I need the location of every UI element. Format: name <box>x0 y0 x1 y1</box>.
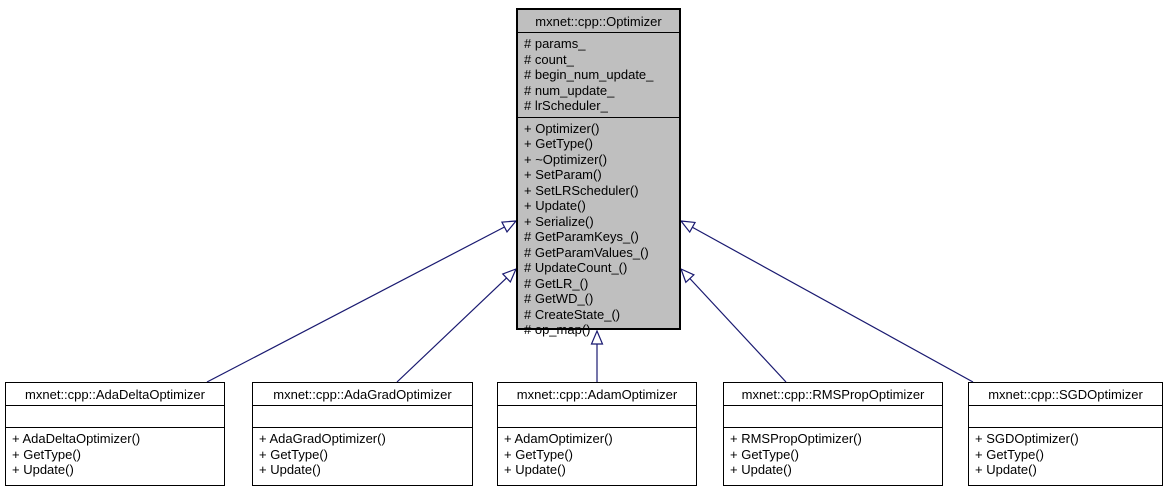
field-row: # count_ <box>524 51 574 67</box>
class-title: mxnet::cpp::Optimizer <box>518 10 679 33</box>
class-title: mxnet::cpp::AdaGradOptimizer <box>253 383 472 406</box>
method-row: # UpdateCount_() <box>524 260 628 275</box>
field-row: # begin_num_update_ <box>524 67 654 82</box>
method-row: + Update() <box>504 462 566 477</box>
class-node-adagradoptimizer[interactable]: mxnet::cpp::AdaGradOptimizer+ AdaGradOpt… <box>252 382 473 486</box>
fields-compartment <box>253 406 472 428</box>
inheritance-edge-adadeltaoptimizer <box>206 220 518 383</box>
method-row: + SGDOptimizer() <box>975 431 1079 446</box>
open-arrowhead-icon <box>501 267 518 284</box>
field-row: # lrScheduler_ <box>524 98 608 113</box>
open-arrowhead-icon <box>679 220 697 234</box>
class-node-optimizer[interactable]: mxnet::cpp::Optimizer# params_# count_# … <box>516 8 681 337</box>
methods-compartment: + AdaGradOptimizer()+ GetType()+ Update(… <box>253 428 472 485</box>
method-row: + GetType() <box>259 446 328 462</box>
class-node-sgdoptimizer[interactable]: mxnet::cpp::SGDOptimizer+ SGDOptimizer()… <box>968 382 1163 486</box>
fields-compartment <box>6 406 224 428</box>
method-row: + Update() <box>524 198 586 213</box>
class-title: mxnet::cpp::AdamOptimizer <box>498 383 696 406</box>
open-arrowhead-icon <box>500 220 518 233</box>
methods-compartment: + RMSPropOptimizer()+ GetType()+ Update(… <box>724 428 942 485</box>
class-title: mxnet::cpp::RMSPropOptimizer <box>724 383 942 406</box>
method-row: + AdaDeltaOptimizer() <box>12 431 141 446</box>
method-row: + Update() <box>12 462 74 477</box>
method-row: # GetLR_() <box>524 275 589 291</box>
method-row: # GetParamKeys_() <box>524 229 639 244</box>
inheritance-edge-adamoptimizer <box>590 329 604 382</box>
method-row: + GetType() <box>975 446 1044 462</box>
methods-compartment: + SGDOptimizer()+ GetType()+ Update() <box>969 428 1162 485</box>
method-row: + GetType() <box>12 446 81 462</box>
class-node-adamoptimizer[interactable]: mxnet::cpp::AdamOptimizer+ AdamOptimizer… <box>497 382 697 486</box>
method-row: + Optimizer() <box>524 120 600 136</box>
method-row: + AdamOptimizer() <box>504 431 613 446</box>
method-row: + GetType() <box>504 446 573 462</box>
method-row: + Serialize() <box>524 213 594 229</box>
open-arrowhead-icon <box>679 267 695 284</box>
class-node-rmspropoptimizer[interactable]: mxnet::cpp::RMSPropOptimizer+ RMSPropOpt… <box>723 382 943 486</box>
method-row: + GetType() <box>524 136 593 151</box>
methods-compartment: + AdamOptimizer()+ GetType()+ Update() <box>498 428 696 485</box>
method-row: + SetParam() <box>524 167 602 182</box>
class-title: mxnet::cpp::AdaDeltaOptimizer <box>6 383 224 406</box>
method-row: + Update() <box>259 462 321 477</box>
open-arrowhead-icon <box>590 329 604 345</box>
methods-compartment: + Optimizer()+ GetType()+ ~Optimizer()+ … <box>518 118 679 340</box>
class-node-adadeltaoptimizer[interactable]: mxnet::cpp::AdaDeltaOptimizer+ AdaDeltaO… <box>5 382 225 486</box>
fields-compartment <box>724 406 942 428</box>
inheritance-edge-adagradoptimizer <box>396 267 518 383</box>
field-row: # params_ <box>524 36 586 51</box>
fields-compartment: # params_# count_# begin_num_update_# nu… <box>518 33 679 118</box>
method-row: + SetLRScheduler() <box>524 182 639 198</box>
method-row: + Update() <box>975 462 1037 477</box>
method-row: + ~Optimizer() <box>524 151 608 167</box>
inheritance-edge-rmspropoptimizer <box>679 267 787 383</box>
method-row: + RMSPropOptimizer() <box>730 431 862 446</box>
method-row: + AdaGradOptimizer() <box>259 431 386 446</box>
methods-compartment: + AdaDeltaOptimizer()+ GetType()+ Update… <box>6 428 224 485</box>
field-row: # num_update_ <box>524 82 615 98</box>
inheritance-edge-sgdoptimizer <box>679 220 974 383</box>
method-row: # CreateState_() <box>524 306 621 322</box>
method-row: # GetWD_() <box>524 291 594 306</box>
method-row: + GetType() <box>730 446 799 462</box>
method-row: + Update() <box>730 462 792 477</box>
fields-compartment <box>498 406 696 428</box>
fields-compartment <box>969 406 1162 428</box>
method-row: # GetParamValues_() <box>524 244 649 260</box>
method-row: # op_map() <box>524 322 591 337</box>
class-title: mxnet::cpp::SGDOptimizer <box>969 383 1162 406</box>
